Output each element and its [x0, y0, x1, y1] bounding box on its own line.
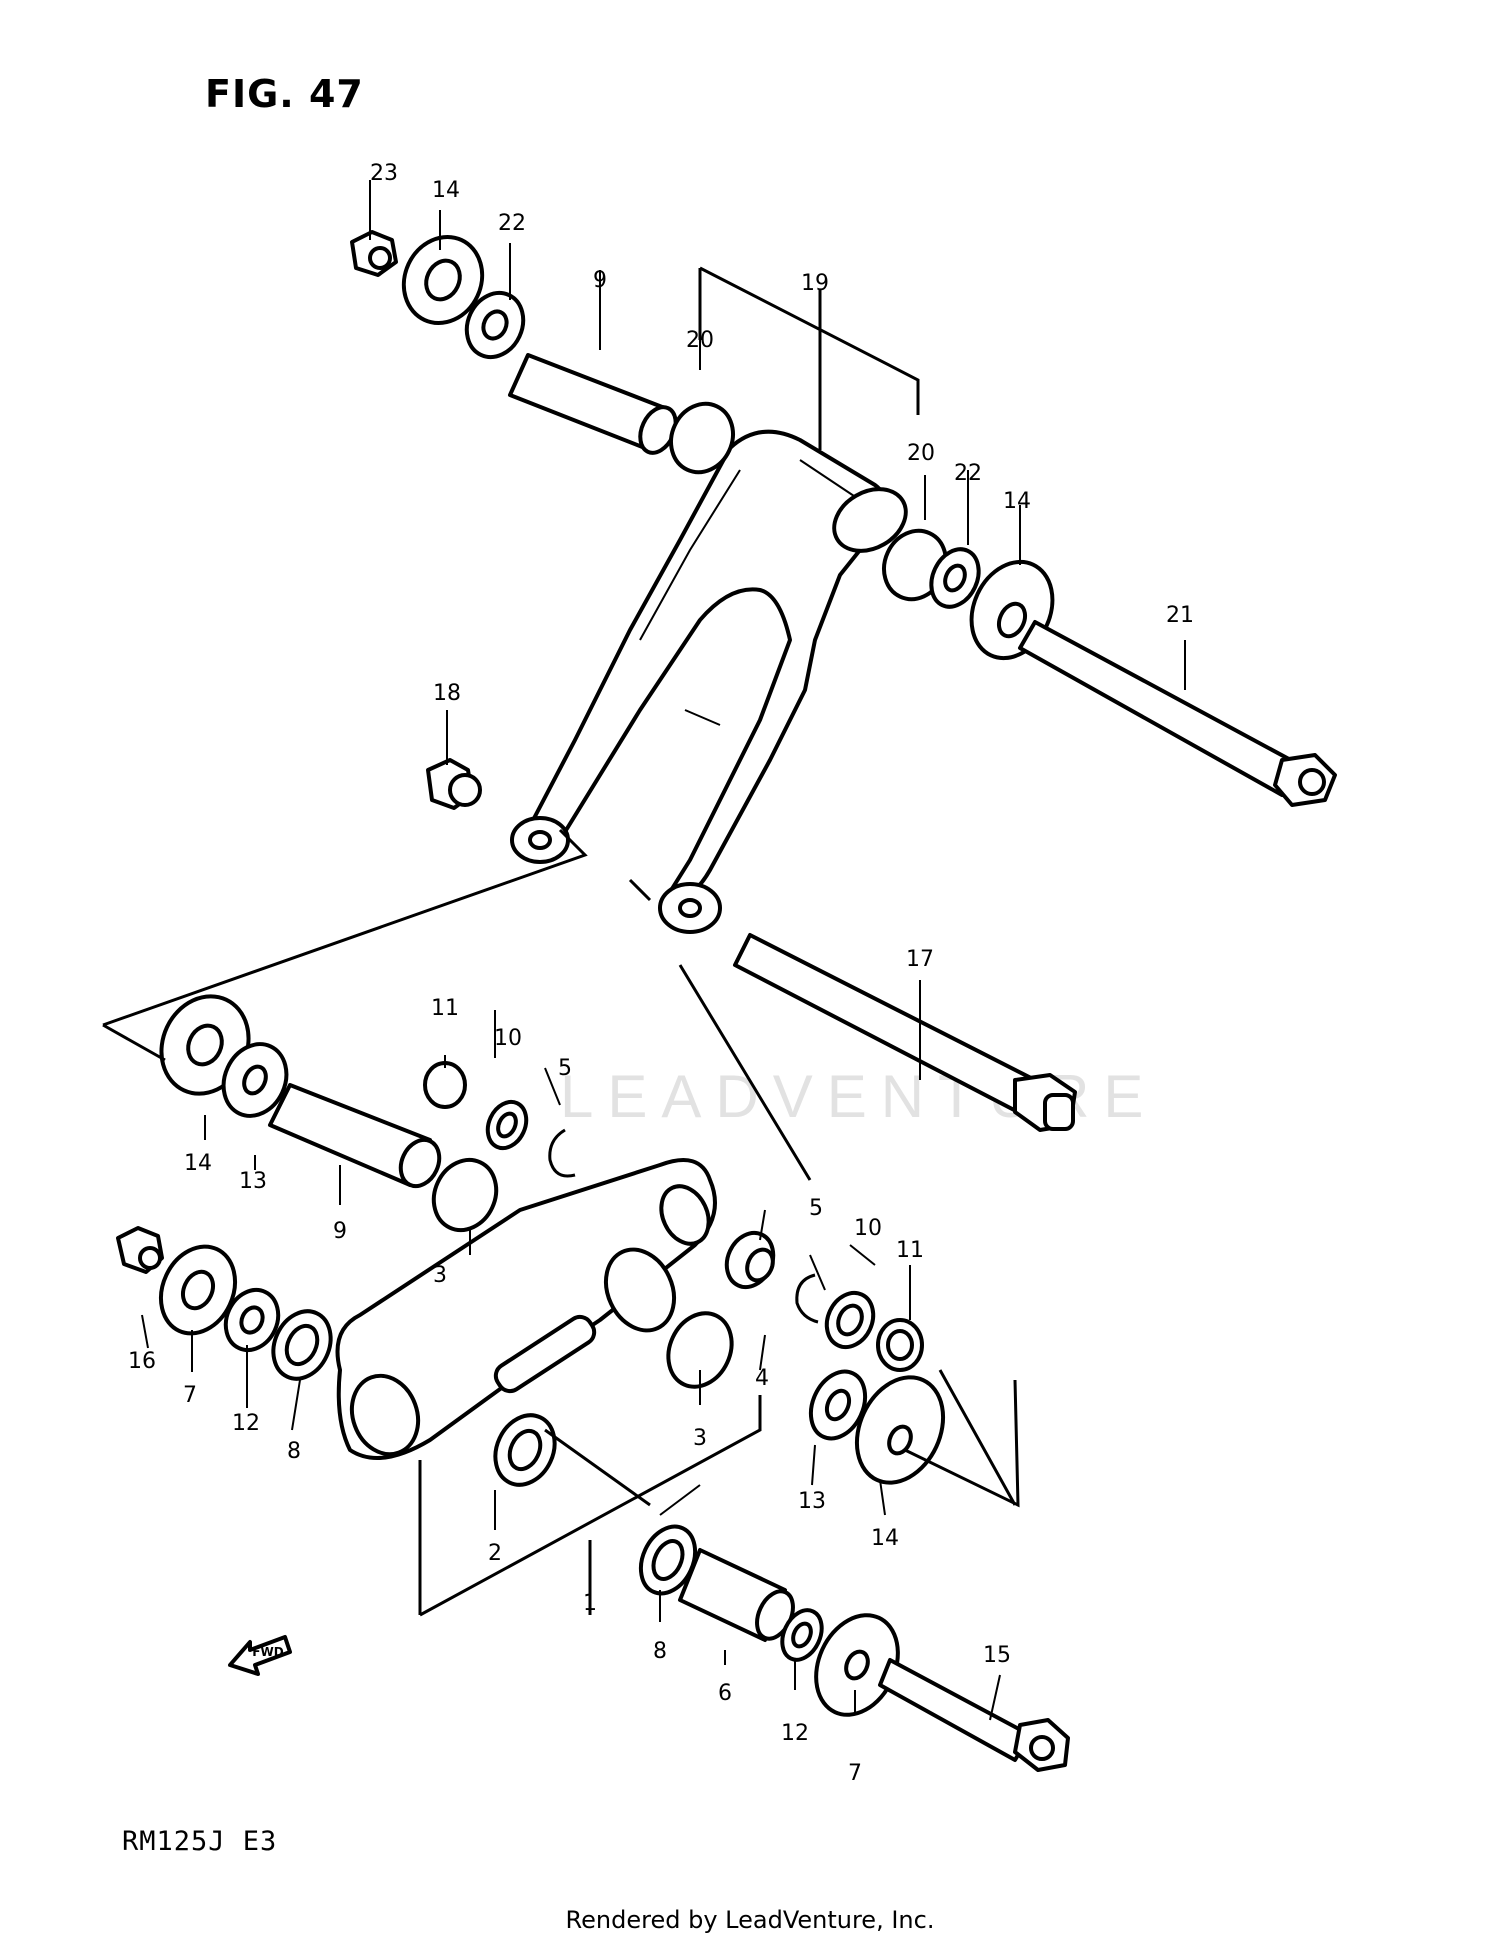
callout-21: 21 — [1166, 603, 1194, 628]
callout-12: 12 — [232, 1411, 260, 1436]
callout-22: 22 — [498, 211, 526, 236]
callout-9: 9 — [593, 268, 607, 293]
bottom-hardware — [493, 1413, 1070, 1772]
lower-left-hardware-2 — [116, 1226, 333, 1381]
callout-22: 22 — [954, 461, 982, 486]
callout-5: 5 — [809, 1196, 823, 1221]
callout-10: 10 — [494, 1026, 522, 1051]
callout-9: 9 — [333, 1219, 347, 1244]
callout-6: 6 — [718, 1681, 732, 1706]
callout-5: 5 — [558, 1056, 572, 1081]
callout-18: 18 — [433, 681, 461, 706]
callout-7: 7 — [848, 1761, 862, 1786]
callout-labels: 23 14 22 9 20 19 20 22 14 21 18 17 11 10… — [128, 161, 1194, 1786]
callout-19: 19 — [801, 271, 829, 296]
leader-lines — [102, 180, 1186, 1721]
nut-18 — [426, 758, 482, 810]
callout-16: 16 — [128, 1349, 156, 1374]
callout-13: 13 — [239, 1169, 267, 1194]
callout-20: 20 — [686, 328, 714, 353]
callout-11: 11 — [896, 1238, 924, 1263]
callout-17: 17 — [906, 947, 934, 972]
callout-1: 1 — [583, 1591, 597, 1616]
cushion-lever — [518, 429, 908, 903]
callout-14: 14 — [184, 1151, 212, 1176]
callout-23: 23 — [370, 161, 398, 186]
callout-4: 4 — [755, 1366, 769, 1391]
footer-credit: Rendered by LeadVenture, Inc. — [565, 1906, 935, 1934]
figure-title: FIG. 47 — [205, 72, 364, 116]
callout-11: 11 — [431, 996, 459, 1021]
callout-14: 14 — [1003, 489, 1031, 514]
fwd-arrow-icon: FWD — [228, 1635, 292, 1676]
lower-right-hardware — [666, 1230, 946, 1485]
callout-14: 14 — [871, 1526, 899, 1551]
fwd-label: FWD — [252, 1645, 283, 1659]
lower-left-hardware — [159, 994, 576, 1233]
callout-13: 13 — [798, 1489, 826, 1514]
bolt-17 — [733, 933, 1077, 1132]
callout-14: 14 — [432, 178, 460, 203]
callout-12: 12 — [781, 1721, 809, 1746]
model-code: RM125J E3 — [122, 1826, 278, 1857]
callout-3: 3 — [433, 1263, 447, 1288]
callout-8: 8 — [287, 1439, 301, 1464]
top-right-hardware — [882, 528, 1337, 807]
callout-10: 10 — [854, 1216, 882, 1241]
callout-7: 7 — [183, 1383, 197, 1408]
callout-8: 8 — [653, 1639, 667, 1664]
callout-2: 2 — [488, 1541, 502, 1566]
cushion-rod — [335, 1158, 717, 1460]
callout-20: 20 — [907, 441, 935, 466]
callout-15: 15 — [983, 1643, 1011, 1668]
top-left-hardware — [350, 230, 735, 475]
callout-3: 3 — [693, 1426, 707, 1451]
